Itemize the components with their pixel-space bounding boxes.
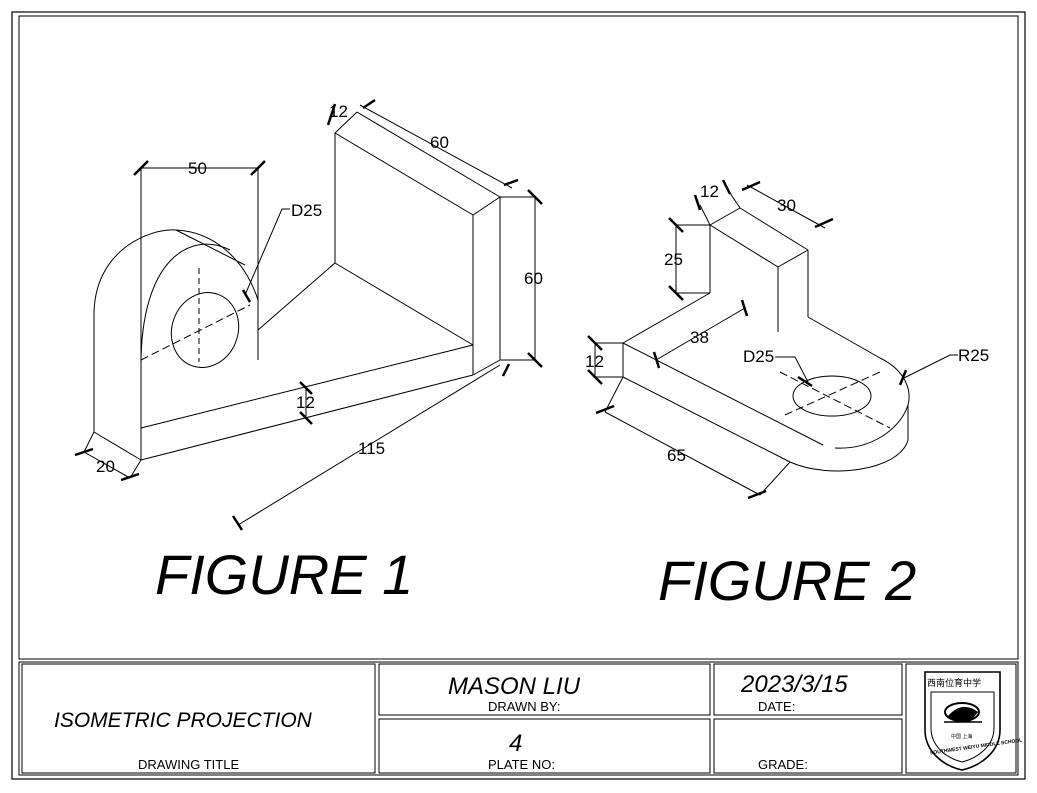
grade-label: GRADE: [758,757,808,772]
logo-chinese-name: 西南位育中学 [927,677,981,688]
fig2-dim-12-top: 12 [700,182,719,201]
figure-1-drawing [74,98,543,531]
figure-2-label: FIGURE 2 [658,549,916,612]
drawn-by-value: MASON LIU [448,673,581,700]
outer-border [11,11,1026,780]
fig2-dim-65: 65 [667,446,686,465]
fig2-dim-12-base: 12 [585,352,604,371]
fig2-dim-d25: D25 [743,347,774,366]
plate-no-value: 4 [509,730,522,757]
fig2-dim-30: 30 [777,196,796,215]
logo-school-en: SOUTHWEST WEIYU MIDDLE SCHOOL [930,738,1023,757]
fig2-dim-r25: R25 [958,346,989,365]
fig2-dim-25: 25 [664,250,683,269]
fig1-dim-60-right: 60 [524,269,543,288]
drawing-title-label: DRAWING TITLE [138,757,239,772]
fig1-dim-115: 115 [358,439,385,458]
figure-1-label: FIGURE 1 [155,543,413,606]
title-block [18,661,1019,776]
fig1-dim-50: 50 [188,159,207,178]
date-label: DATE: [758,699,795,714]
date-value: 2023/3/15 [740,671,848,698]
fig1-dim-20: 20 [96,457,115,476]
drawn-by-label: DRAWN BY: [488,699,560,714]
school-logo: 西南位育中学 SOUTHWEST WEIYU MIDDLE SCHOOL 中国 … [924,671,1023,771]
plate-no-label: PLATE NO: [488,757,555,772]
fig2-dim-38: 38 [690,328,709,347]
figure-2-drawing [587,179,958,500]
fig1-dim-d25: D25 [291,201,322,220]
inner-border [18,15,1019,660]
logo-location: 中国 上海 [951,733,972,740]
drawing-title-value: ISOMETRIC PROJECTION [54,709,313,732]
fig1-dim-12-base: 12 [296,393,315,412]
fig1-dim-12-top: 12 [329,102,348,121]
fig1-dim-60-top: 60 [430,133,449,152]
